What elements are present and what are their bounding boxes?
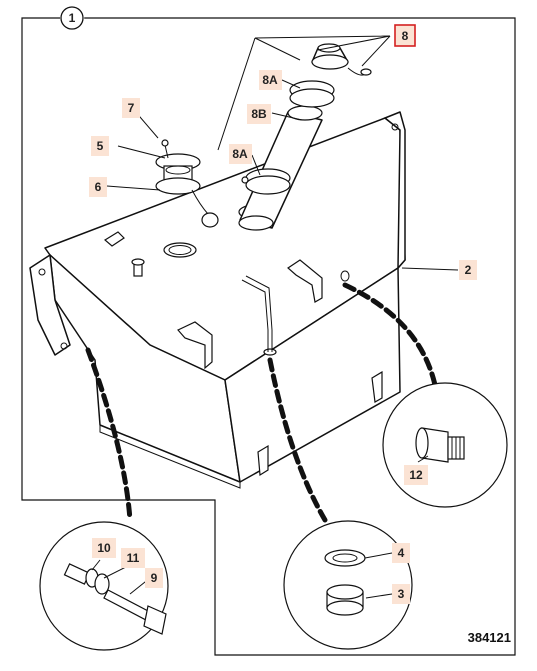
callout-4[interactable]: 4 (392, 543, 410, 563)
fuel-tank (29, 111, 406, 489)
callout-8b-label: 8B (251, 107, 267, 121)
callout-8b[interactable]: 8B (247, 104, 271, 124)
callout-8a-bottom-label: 8A (232, 147, 248, 161)
callout-6-label: 6 (95, 180, 102, 194)
callout-11[interactable]: 11 (121, 548, 145, 568)
callout-5[interactable]: 5 (91, 136, 109, 156)
callout-9-label: 9 (151, 571, 158, 585)
callout-4-label: 4 (398, 546, 405, 560)
callout-2[interactable]: 2 (459, 260, 477, 280)
callout-1-label: 1 (69, 11, 76, 25)
assembly-frame (21, 17, 516, 656)
callout-7[interactable]: 7 (122, 98, 140, 118)
callout-1[interactable]: 1 (60, 6, 84, 30)
callout-10[interactable]: 10 (92, 538, 116, 558)
callout-8a-top-label: 8A (262, 73, 278, 87)
callout-12-label: 12 (409, 468, 423, 482)
callout-8a-bottom[interactable]: 8A (229, 144, 252, 164)
callout-11-label: 11 (127, 551, 140, 565)
callout-5-label: 5 (97, 139, 104, 153)
callout-9[interactable]: 9 (145, 568, 163, 588)
callout-8-label: 8 (402, 29, 409, 43)
callout-10-label: 10 (97, 541, 111, 555)
callout-7-label: 7 (128, 101, 135, 115)
callout-6[interactable]: 6 (89, 177, 107, 197)
callout-12[interactable]: 12 (404, 465, 428, 485)
drawing-reference-number: 384121 (468, 630, 511, 645)
drain-plug-washer-detail (267, 357, 413, 650)
filler-neck (238, 43, 372, 231)
callout-3[interactable]: 3 (392, 584, 410, 604)
callout-2-label: 2 (465, 263, 472, 277)
callout-3-label: 3 (398, 587, 405, 601)
callout-8[interactable]: 8 (394, 24, 416, 47)
callout-8a-top[interactable]: 8A (259, 70, 282, 90)
fuel-gauge-sender (155, 139, 249, 228)
